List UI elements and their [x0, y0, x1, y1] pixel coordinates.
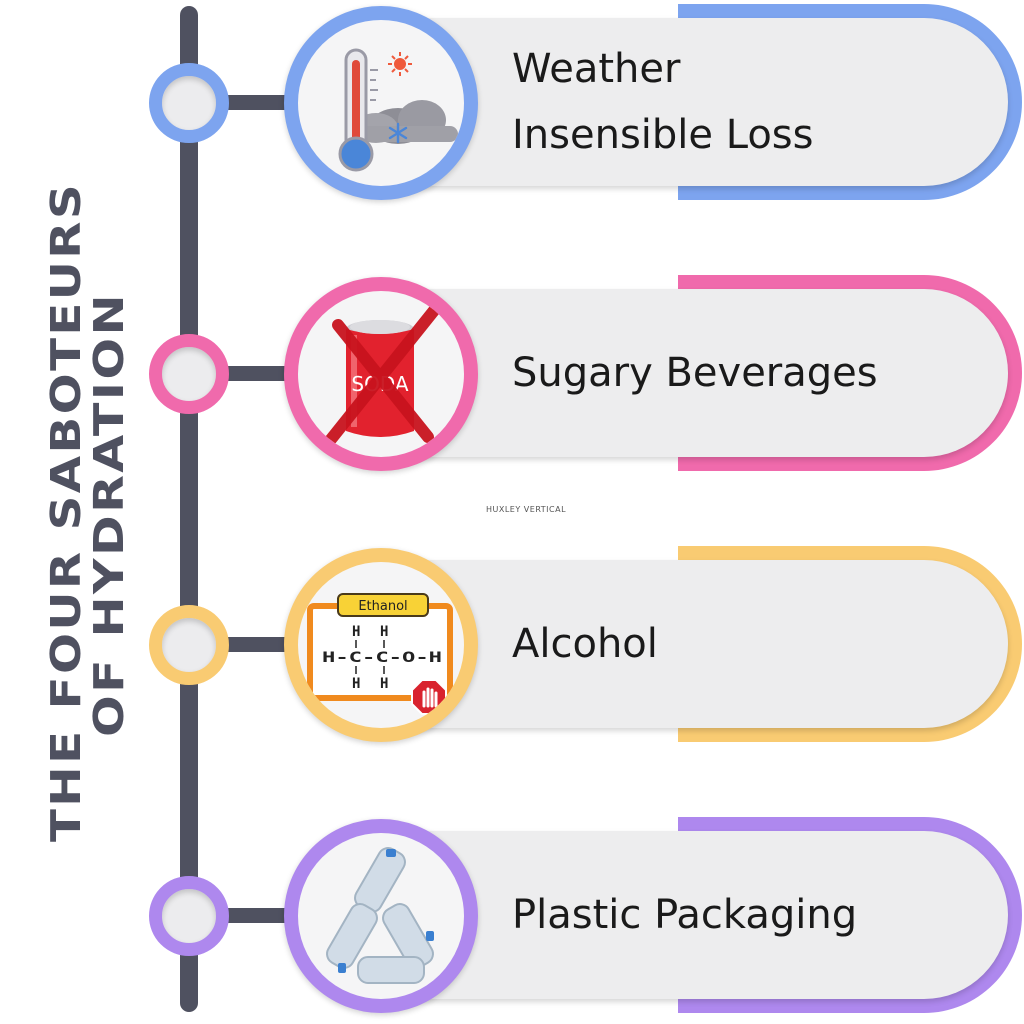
formula-top-h2: H: [380, 624, 388, 640]
formula-bottom-h2: H: [380, 676, 388, 692]
step-plastic-node: [149, 876, 229, 956]
step-alcohol-icon-circle: Ethanol H H H-C-C-O-H H H: [284, 548, 478, 742]
step-alcohol-card: [380, 560, 1008, 728]
step-plastic-label: Plastic Packaging: [512, 831, 982, 999]
step-sugary-connector: [226, 366, 292, 381]
step-sugary-card: [380, 289, 1008, 457]
title-line-1: THE FOUR SABOTEURS: [42, 182, 90, 842]
formula-bottom-h1: H: [352, 676, 360, 692]
step-sugary-label-line-1: Sugary Beverages: [512, 350, 878, 396]
watermark: HUXLEY VERTICAL: [486, 505, 567, 514]
crossed-soda-can-icon: SODA: [322, 297, 446, 449]
title-line-2: OF HYDRATION: [85, 292, 133, 737]
step-plastic-icon-circle: [284, 819, 478, 1013]
step-alcohol-node: [149, 605, 229, 685]
formula-middle: H-C-C-O-H: [322, 650, 442, 666]
step-sugary: SODA Sugary Beverages: [0, 271, 1024, 471]
step-weather: Weather Insensible Loss: [0, 0, 1024, 200]
ethanol-formula-stop-icon: Ethanol H H H-C-C-O-H H H: [307, 593, 453, 715]
step-weather-label: Weather Insensible Loss: [512, 18, 982, 186]
step-alcohol-label: Alcohol: [512, 560, 982, 728]
step-weather-icon-circle: [284, 6, 478, 200]
ethanol-label: Ethanol: [358, 599, 407, 614]
step-alcohol: Ethanol H H H-C-C-O-H H H Alcohol: [0, 542, 1024, 742]
step-weather-card: [380, 18, 1008, 186]
step-weather-connector: [226, 95, 292, 110]
step-plastic-card: [380, 831, 1008, 999]
step-sugary-label: Sugary Beverages: [512, 289, 982, 457]
step-plastic: Plastic Packaging: [0, 813, 1024, 1013]
step-alcohol-label-line-1: Alcohol: [512, 621, 658, 667]
step-sugary-node: [149, 334, 229, 414]
step-plastic-connector: [226, 908, 292, 923]
plastic-bottle-recycle-icon: [326, 847, 434, 984]
thermometer-weather-icon: [338, 48, 458, 172]
formula-top-h1: H: [352, 624, 360, 640]
step-weather-node: [149, 63, 229, 143]
step-plastic-label-line-1: Plastic Packaging: [512, 892, 858, 938]
vertical-title-graphic: THE FOUR SABOTEURS OF HYDRATION: [42, 182, 133, 842]
step-alcohol-connector: [226, 637, 292, 652]
step-sugary-icon-circle: SODA: [284, 277, 478, 471]
timeline-spine: [180, 6, 198, 1012]
step-weather-label-line-1: Weather: [512, 46, 681, 92]
step-weather-label-line-2: Insensible Loss: [512, 112, 814, 158]
vertical-title: THE FOUR SABOTEURS OF HYDRATION: [0, 0, 140, 1024]
